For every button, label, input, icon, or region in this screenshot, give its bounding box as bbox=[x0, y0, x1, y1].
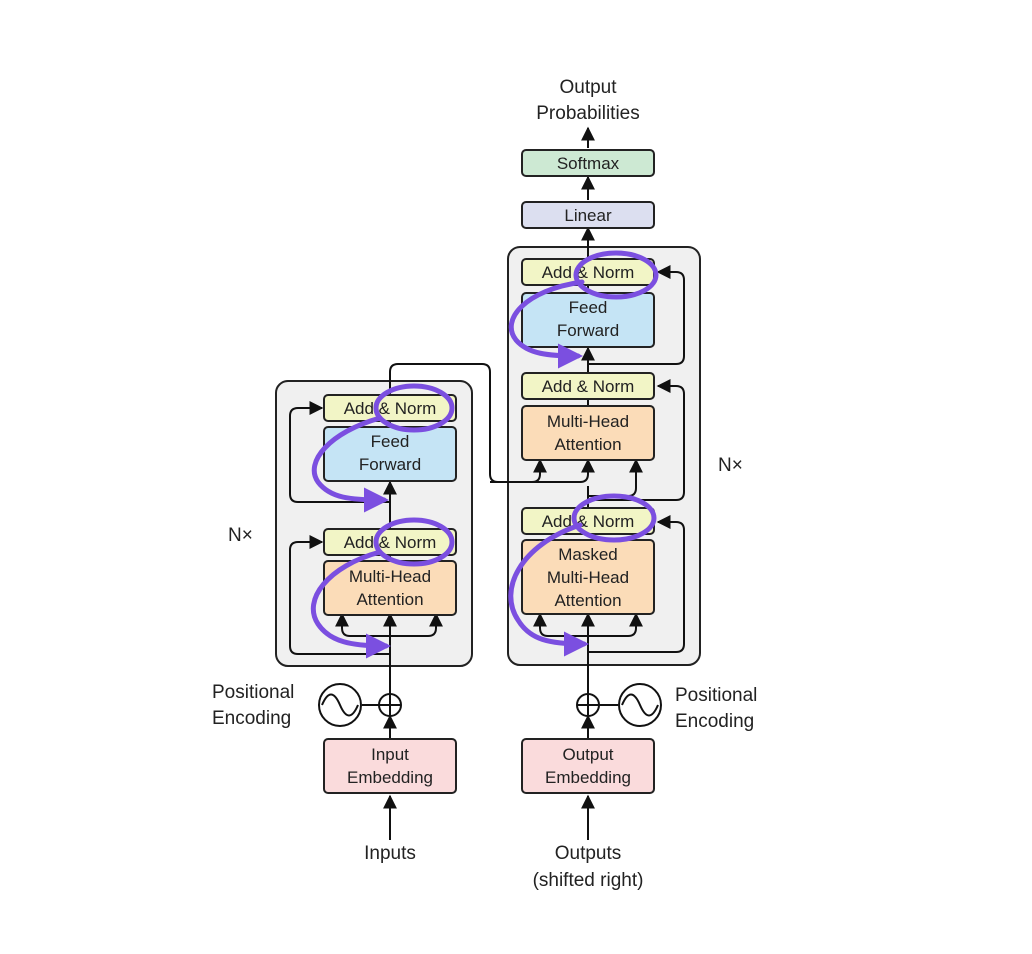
residual-annotations bbox=[310, 250, 659, 659]
decoder-feed-forward-label-2: Forward bbox=[557, 321, 619, 340]
output-probabilities-label-1: Output bbox=[559, 77, 617, 98]
inputs-label: Inputs bbox=[364, 843, 416, 864]
outputs-label-1: Outputs bbox=[555, 843, 622, 864]
softmax-block bbox=[521, 149, 655, 177]
encoder-attention-label-1: Multi-Head bbox=[349, 567, 431, 586]
decoder-positional-label-2: Encoding bbox=[675, 711, 754, 732]
encoder-add-norm-1-label: Add & Norm bbox=[344, 533, 437, 552]
input-embedding-label-2: Embedding bbox=[347, 768, 433, 787]
annotation-arrow-encoder-1 bbox=[310, 549, 391, 659]
decoder-positional-label-1: Positional bbox=[675, 685, 757, 706]
encoder-positional-label-1: Positional bbox=[212, 682, 294, 703]
output-embedding-label-1: Output bbox=[562, 745, 613, 764]
decoder-feed-forward-label-1: Feed bbox=[569, 298, 608, 317]
encoder-add-norm-1 bbox=[323, 528, 457, 556]
input-embedding-label-1: Input bbox=[371, 745, 409, 764]
encoder-attention-label-2: Attention bbox=[356, 590, 423, 609]
annotation-ellipse-decoder-3 bbox=[573, 250, 659, 300]
decoder-add-norm-2 bbox=[521, 372, 655, 400]
outputs-label-2: (shifted right) bbox=[533, 870, 644, 891]
encoder-feed-forward-label-1: Feed bbox=[371, 432, 410, 451]
output-probabilities-label-2: Probabilities bbox=[536, 103, 640, 124]
output-embedding-label-2: Embedding bbox=[545, 768, 631, 787]
decoder-sine-wave-icon bbox=[618, 683, 662, 727]
linear-block bbox=[521, 201, 655, 229]
encoder-sine-wave-icon bbox=[318, 683, 362, 727]
annotation-arrow-encoder-2 bbox=[311, 415, 389, 513]
encoder-positional-label-2: Encoding bbox=[212, 708, 291, 729]
connectors bbox=[289, 126, 685, 840]
decoder-add-icon bbox=[576, 693, 600, 717]
encoder-add-norm-2 bbox=[323, 394, 457, 422]
annotation-arrow-decoder-3 bbox=[508, 279, 585, 369]
annotation-ellipse-encoder-2 bbox=[373, 383, 455, 433]
decoder-masked-attention-label-1: Masked bbox=[558, 545, 618, 564]
encoder-add-norm-2-label: Add & Norm bbox=[344, 399, 437, 418]
annotation-ellipse-encoder-1 bbox=[373, 517, 455, 567]
output-embedding-block bbox=[521, 738, 655, 794]
annotation-ellipse-decoder-1 bbox=[571, 493, 657, 543]
decoder-repeat-label: N× bbox=[718, 455, 743, 476]
decoder-add-norm-3-label: Add & Norm bbox=[542, 263, 635, 282]
encoder-feed-forward-label-2: Forward bbox=[359, 455, 421, 474]
encoder-add-icon bbox=[378, 693, 402, 717]
annotation-arrow-decoder-1 bbox=[508, 522, 589, 657]
decoder-masked-attention-label-2: Multi-Head bbox=[547, 568, 629, 587]
decoder-cross-attention bbox=[521, 405, 655, 461]
decoder-cross-attention-label-1: Multi-Head bbox=[547, 412, 629, 431]
input-embedding-block bbox=[323, 738, 457, 794]
softmax-label: Softmax bbox=[557, 154, 620, 173]
decoder-add-norm-2-label: Add & Norm bbox=[542, 377, 635, 396]
decoder-cross-attention-label-2: Attention bbox=[554, 435, 621, 454]
decoder-masked-attention-label-3: Attention bbox=[554, 591, 621, 610]
decoder-masked-attention bbox=[521, 539, 655, 615]
encoder-repeat-label: N× bbox=[228, 525, 253, 546]
linear-label: Linear bbox=[564, 206, 612, 225]
decoder-add-norm-1-label: Add & Norm bbox=[542, 512, 635, 531]
